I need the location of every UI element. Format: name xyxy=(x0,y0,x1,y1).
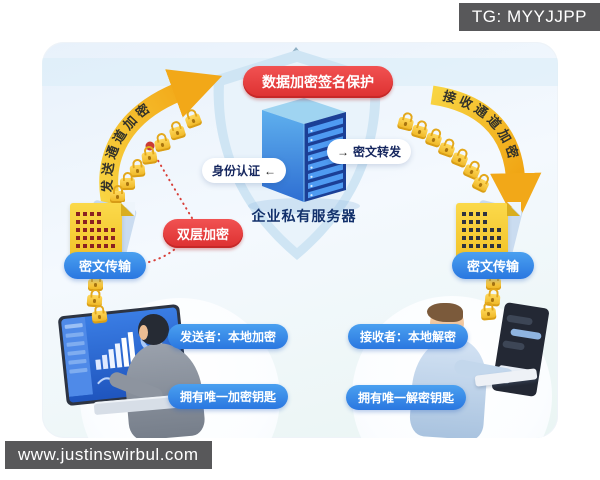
dashboard-chart xyxy=(60,316,168,397)
receiver-key-pill: 拥有唯一解密钥匙 xyxy=(346,385,467,410)
sender-monitor xyxy=(57,303,189,407)
server-label: 企业私有服务器 xyxy=(251,208,357,224)
padlock-icon xyxy=(141,151,158,165)
ciphertext-document xyxy=(70,199,138,262)
title-badge: 数据加密签名保护 xyxy=(243,66,393,98)
identity-auth-label: 身份认证 xyxy=(212,164,261,178)
padlock-icon xyxy=(91,310,108,324)
right-arrow-glyph: → xyxy=(337,144,349,159)
ciphertext-forward-pill: → 密文转发 xyxy=(327,139,412,164)
dashboard-screen xyxy=(60,307,186,403)
left-arrow-glyph: ← xyxy=(264,163,277,178)
receiver-role-pill: 接收者：本地解密 xyxy=(348,324,469,349)
sender-person-head xyxy=(138,314,169,345)
ciphertext-document xyxy=(456,199,524,262)
sender-role-pill: 发送者：本地加密 xyxy=(168,324,289,349)
padlock-icon xyxy=(110,185,125,203)
ciphertext-forward-label: 密文转发 xyxy=(353,145,402,159)
ciphertext-transfer-pill-left: 密文传输 xyxy=(64,252,147,279)
title-badge-label: 数据加密签名保护 xyxy=(262,74,374,90)
dual-encryption-pill: 双层加密 xyxy=(163,219,244,248)
tg-watermark: TG: MYYJJPP xyxy=(458,3,600,31)
site-watermark: www.justinswirbul.com xyxy=(5,441,212,469)
ciphertext-transfer-pill-right: 密文传输 xyxy=(452,252,535,279)
identity-auth-pill: 身份认证 ← xyxy=(202,158,287,183)
padlock-icon xyxy=(480,307,497,321)
sender-key-pill: 拥有唯一加密钥匙 xyxy=(168,384,289,409)
